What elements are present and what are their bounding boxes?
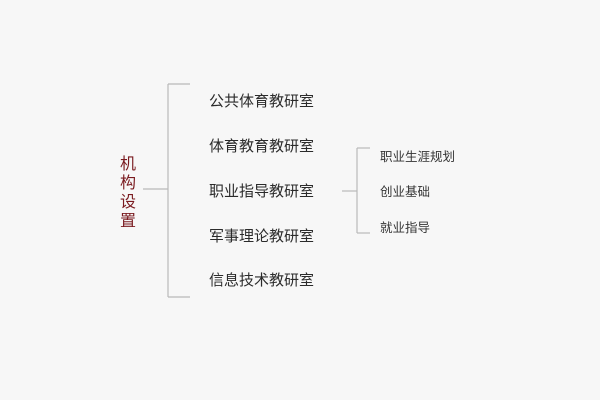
sub-unit-node: 职业生涯规划 <box>380 149 456 164</box>
root-node-institution-setup: 机 构 设 置 <box>116 154 140 230</box>
department-node: 公共体育教研室 <box>209 92 315 110</box>
department-node: 职业指导教研室 <box>209 182 315 200</box>
root-char-1: 构 <box>119 173 136 192</box>
department-node: 信息技术教研室 <box>209 271 315 289</box>
department-node: 体育教育教研室 <box>209 137 315 155</box>
sub-unit-node: 创业基础 <box>380 184 431 199</box>
department-node: 军事理论教研室 <box>209 227 315 245</box>
root-char-2: 设 <box>119 192 136 211</box>
root-char-3: 置 <box>119 211 136 230</box>
sub-unit-node: 就业指导 <box>380 220 431 235</box>
root-char-0: 机 <box>119 154 136 173</box>
